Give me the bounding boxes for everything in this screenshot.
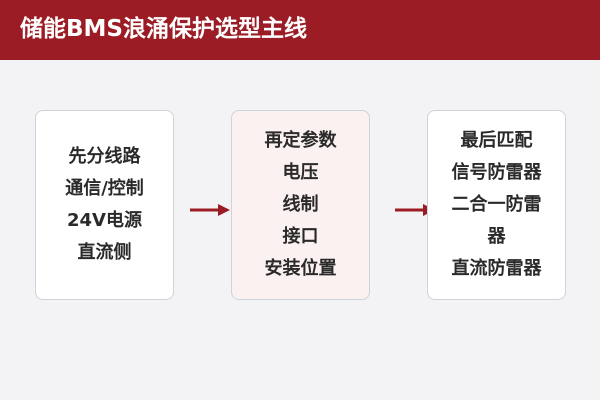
box-line: 电压 <box>282 162 319 183</box>
box-line: 24V电源 <box>67 210 142 231</box>
step-box-middle: 再定参数 电压 线制 接口 安装位置 <box>231 110 370 300</box>
step-box-right: 最后匹配 信号防雷器 二合一防雷 器 直流防雷器 <box>427 110 566 300</box>
arrow-right-icon <box>190 204 230 216</box>
box-line: 二合一防雷 <box>451 194 542 215</box>
page-title: 储能BMS浪涌保护选型主线 <box>20 16 307 42</box>
box-line: 线制 <box>282 194 319 215</box>
box-line: 接口 <box>282 226 319 247</box>
step-box-left: 先分线路 通信/控制 24V电源 直流侧 <box>35 110 174 300</box>
box-line: 再定参数 <box>264 130 337 151</box>
box-line: 器 <box>487 226 506 247</box>
box-line: 安装位置 <box>264 258 337 279</box>
header-bar: 储能BMS浪涌保护选型主线 <box>0 0 600 60</box>
box-line: 通信/控制 <box>65 178 144 199</box>
box-line: 最后匹配 <box>460 130 533 151</box>
box-line: 信号防雷器 <box>451 162 542 183</box>
box-line: 直流防雷器 <box>451 258 542 279</box>
box-line: 先分线路 <box>68 146 141 167</box>
box-line: 直流侧 <box>77 242 132 263</box>
